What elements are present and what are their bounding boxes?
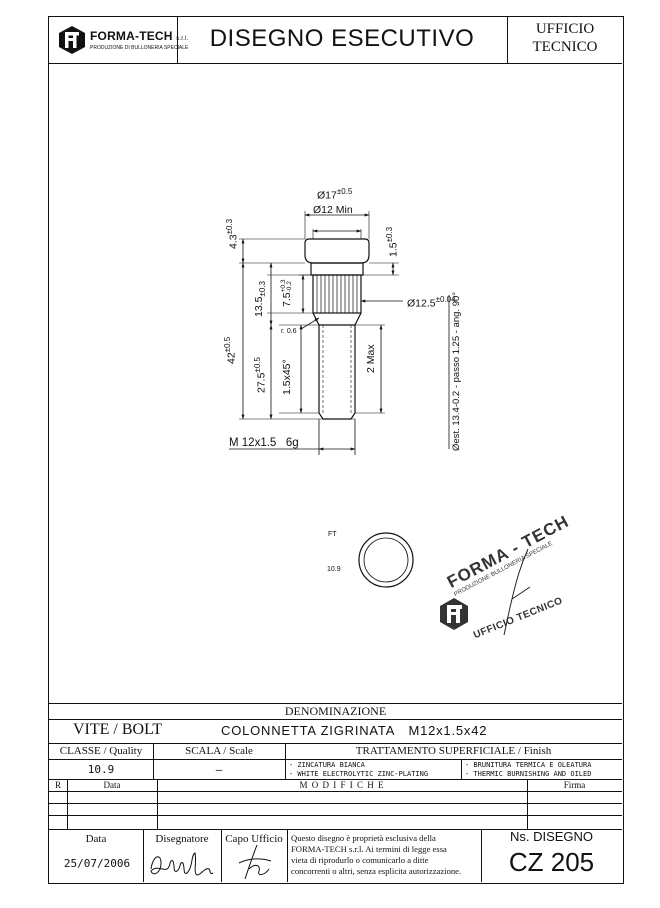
- dim-total-length: 42±0.5: [223, 336, 238, 364]
- part-type: VITE / BOLT: [73, 721, 163, 738]
- trattamento-label: TRATTAMENTO SUPERFICIALE / Finish: [355, 745, 552, 757]
- scala-value: —: [215, 763, 223, 776]
- dim-head-diameter: Ø17±0.5: [317, 187, 353, 202]
- tb-line: [49, 743, 622, 744]
- knurl-note: Øest. 13.4-0.2 - passo 1.25 - ang. 90°: [451, 291, 462, 451]
- rev-firma-label: Firma: [563, 780, 586, 790]
- company-logo: FORMA-TECH s.r.l. PRODUZIONE DI BULLONER…: [57, 25, 188, 57]
- logo-suffix: s.r.l.: [176, 36, 189, 42]
- classe-label: CLASSE / Quality: [59, 745, 143, 757]
- bolt-drawing: [229, 211, 450, 588]
- disegnatore-label: Disegnatore: [155, 833, 209, 845]
- classe-value: 10.9: [87, 763, 115, 776]
- drawing-number: CZ 205: [508, 847, 595, 877]
- bottom-view-outer-circle: [358, 532, 414, 588]
- ns-disegno-label: Ns. DISEGNO: [509, 829, 594, 844]
- bolt-head: [304, 238, 370, 264]
- office-stamp: FORMA - TECH PRODUZIONE BULLONERIA SPECI…: [434, 512, 584, 647]
- dim-knurl-length: 13.5±0.3: [253, 281, 268, 317]
- designer-signature: [150, 852, 214, 876]
- logo-brand: FORMA-TECH: [90, 29, 173, 43]
- bottom-view-inner-circle: [363, 537, 409, 583]
- header-divider: [507, 17, 508, 63]
- bottom-view-mark: FT: [328, 531, 337, 538]
- bolt-neck: [312, 312, 362, 326]
- scala-label: SCALA / Scale: [185, 745, 253, 757]
- bottom-view-class: 10.9: [327, 566, 341, 573]
- stamp-hexagon-icon: [440, 598, 468, 630]
- dim-thread-length: 27.5±0.5: [253, 357, 268, 393]
- office-line-1: UFFICIO: [535, 21, 595, 37]
- part-name: COLONNETTA ZIGRINATA M12x1.5x42: [221, 723, 488, 738]
- finish-right: - BRUNITURA TERMICA E OLEATURA - THERMIC…: [465, 761, 592, 778]
- dim-knurl-sub: 7.5+0.3-0.2: [280, 279, 294, 307]
- drawing-sheet: FORMA-TECH s.r.l. PRODUZIONE DI BULLONER…: [48, 16, 624, 884]
- stamp-signature: [503, 548, 531, 636]
- rev-r-label: R: [54, 780, 61, 790]
- tb-line: [49, 703, 622, 704]
- dim-radius: r. 0.6: [281, 328, 297, 335]
- office-line-2: TECNICO: [532, 39, 598, 55]
- office-label: UFFICIO TECNICO: [507, 20, 623, 56]
- manager-signature: [238, 844, 272, 880]
- page-title: DISEGNO ESECUTIVO: [209, 25, 475, 52]
- thread-spec: M 12x1.5 6g: [229, 437, 299, 449]
- header-divider: [177, 17, 178, 63]
- logo-tagline: PRODUZIONE DI BULLONERIA SPECIALE: [90, 45, 189, 51]
- rev-modifiche-label: M O D I F I C H E: [299, 780, 385, 790]
- data-label: Data: [85, 833, 107, 845]
- dim-collar: 1.5±0.3: [385, 226, 400, 257]
- knurl-lines: [316, 275, 358, 313]
- capo-ufficio-label: Capo Ufficio: [225, 833, 283, 845]
- hexagon-logo-icon: [59, 26, 85, 54]
- dim-head-height: 4.3±0.3: [225, 218, 240, 249]
- bolt-collar: [310, 262, 364, 276]
- dim-chamfer: 1.5x45°: [281, 359, 293, 395]
- rev-data-label: Data: [103, 780, 121, 790]
- dim-head-min: Ø12 Min: [313, 204, 353, 216]
- dim-knurl-diameter: Ø12.5±0.04: [407, 295, 456, 310]
- header-bottom-line: [49, 63, 622, 64]
- denominazione-label: DENOMINAZIONE: [284, 704, 387, 718]
- copyright-notice: Questo disegno è proprietà esclusiva del…: [291, 833, 462, 876]
- bolt-shank: [318, 325, 356, 420]
- finish-left: - ZINCATURA BIANCA - WHITE ELECTROLYTIC …: [289, 761, 429, 778]
- dim-max: 2 Max: [365, 344, 377, 373]
- date-value: 25/07/2006: [63, 857, 131, 870]
- tb-line: [49, 719, 622, 720]
